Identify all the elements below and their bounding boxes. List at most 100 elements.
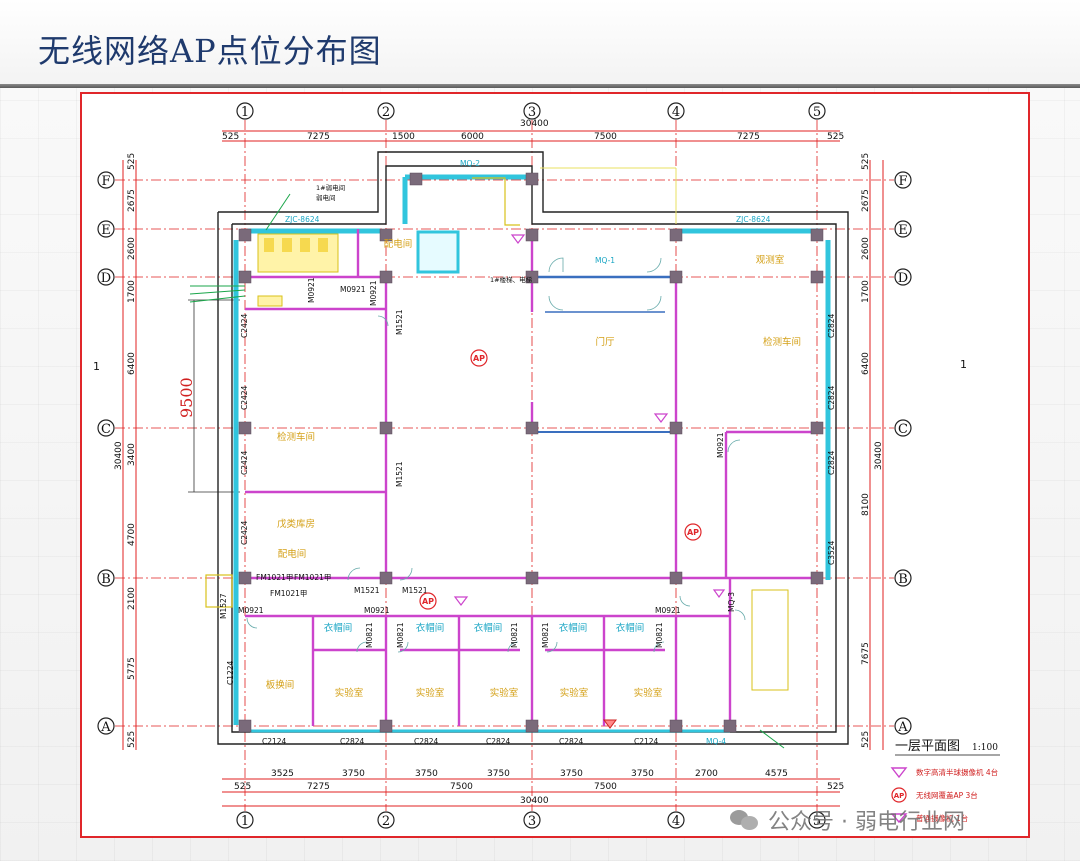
room-label-yigeng-1: 衣帽间 [324,622,353,634]
svg-text:A: A [100,720,111,735]
svg-text:D: D [898,271,908,286]
dim-bottom-3: 3750 [415,769,438,779]
window-strips [233,174,831,733]
dim-bottom-6: 3750 [631,769,654,779]
big-dimension-9500: 9500 [177,299,240,493]
title-rule [0,84,1080,88]
dim-top-total: 30400 [520,119,549,129]
plan-title-block: 一层平面图 1:100 [895,739,1000,756]
camera-icon [890,813,908,824]
left-axis-bubbles: F E D C B A [97,171,115,735]
svg-text:C2424: C2424 [240,520,249,545]
svg-text:C2424: C2424 [240,313,249,338]
svg-text:1: 1 [241,814,249,829]
axis-bubble-top-3: 3 [523,102,541,120]
axis-bubble-left-F: F [97,171,115,189]
legend-item-ap: AP 无线网覆盖AP 3台 [891,787,978,803]
room-label-jiance-right: 检测车间 [763,336,801,348]
legend-item-camera: 数字高清半球摄像机 4台 [890,767,998,779]
axis-bubble-bottom-3: 3 [523,811,541,829]
room-labels: 配电间 观测室 门厅 检测车间 检测车间 戊类库房 配电间 衣帽间 衣帽间 衣帽… [266,238,801,699]
svg-text:FM1021甲: FM1021甲 [294,573,331,582]
svg-text:7675: 7675 [861,642,871,665]
room-label-shiyan-2: 实验室 [416,687,445,699]
svg-text:E: E [898,223,908,238]
svg-text:FM1021甲: FM1021甲 [256,573,293,582]
ap-marker-3: AP [419,592,437,610]
svg-text:4700: 4700 [127,523,137,546]
svg-text:4: 4 [672,105,680,120]
axis-bubble-top-2: 2 [377,102,395,120]
svg-text:C2824: C2824 [827,450,836,475]
axis-bubble-right-A: A [894,717,912,735]
svg-text:3400: 3400 [127,443,137,466]
wechat-icon [730,808,760,832]
svg-text:ZJC-8624: ZJC-8624 [736,215,771,224]
svg-text:4: 4 [672,814,680,829]
svg-text:8100: 8100 [861,493,871,516]
axis-bubble-right-C: C [894,419,912,437]
axis-bubble-top-5: 5 [808,102,826,120]
right-axis-bubbles: F E D C B A [894,171,912,735]
axis-bubble-right-E: E [894,220,912,238]
dim-bottom-7: 2700 [695,769,718,779]
svg-text:弱电间: 弱电间 [316,193,336,202]
svg-text:C: C [898,422,908,437]
svg-text:C3524: C3524 [827,540,836,565]
axis-bubble-bottom-4: 4 [667,811,685,829]
dim-bottom-r2-2: 7500 [594,782,617,792]
room-label-jiance-left: 检测车间 [277,431,315,443]
svg-text:M0821: M0821 [396,622,405,648]
svg-text:ZJC-8624: ZJC-8624 [285,215,320,224]
svg-text:2600: 2600 [127,237,137,260]
elevator-shaft [416,230,460,274]
svg-text:M0921: M0921 [307,277,316,303]
room-label-yigeng-5: 衣帽间 [616,622,645,634]
svg-text:C1224: C1224 [226,660,235,685]
svg-text:2: 2 [382,814,390,829]
svg-text:F: F [101,174,110,189]
top-dimensions: 525 7275 1500 6000 7500 7275 525 30400 [222,119,844,142]
svg-text:C2824: C2824 [827,385,836,410]
svg-text:2675: 2675 [861,189,871,212]
axis-bubble-top-4: 4 [667,102,685,120]
side-mark-left: 1 [93,360,100,373]
top-axis-bubbles: 1 2 3 4 5 [236,102,826,120]
door-window-labels: M0921 M0921 M0921 M1521 M1521 M0921 M152… [219,159,836,746]
dim-bottom-9: 525 [827,782,844,792]
dim-bottom-5: 3750 [560,769,583,779]
svg-text:FM1021甲: FM1021甲 [270,589,307,598]
svg-text:无线网覆盖AP 3台: 无线网覆盖AP 3台 [916,790,978,800]
dim-bottom-2: 3750 [342,769,365,779]
dim-top-1: 7275 [307,132,330,142]
svg-text:1#弱电间: 1#弱电间 [316,183,345,192]
svg-text:3: 3 [528,105,536,120]
room-label-yigeng-2: 衣帽间 [416,622,445,634]
svg-text:M0921: M0921 [716,432,725,458]
axis-bubble-left-B: B [97,569,115,587]
svg-text:30400: 30400 [114,441,124,470]
svg-text:数字高清半球摄像机 4台: 数字高清半球摄像机 4台 [916,767,998,777]
svg-text:6400: 6400 [127,352,137,375]
room-label-chenglei: 戊类库房 [277,518,315,530]
dim-bottom-r2-0: 7275 [307,782,330,792]
room-label-peidian1: 配电间 [384,238,413,250]
svg-text:M0821: M0821 [510,622,519,648]
svg-text:M1527: M1527 [219,593,228,619]
svg-text:C2824: C2824 [414,737,439,746]
bottom-dimensions: 525 3525 3750 3750 3750 3750 3750 2700 4… [222,769,844,807]
dim-top-3: 6000 [461,132,484,142]
svg-text:525: 525 [127,153,137,170]
side-mark-right: 1 [960,358,967,371]
legend-item-camera2: 普通摄像机 1台 [890,813,968,824]
svg-text:D: D [101,271,111,286]
left-dimensions: 525 2675 2600 1700 6400 3400 4700 2100 5… [114,153,137,750]
dim-bottom-0: 525 [234,782,251,792]
svg-text:AP: AP [422,597,434,606]
dim-bottom-r2-1: 7500 [450,782,473,792]
axis-bubble-right-F: F [894,171,912,189]
svg-text:5775: 5775 [127,657,137,680]
door-swings [246,257,746,653]
svg-text:2100: 2100 [127,587,137,610]
